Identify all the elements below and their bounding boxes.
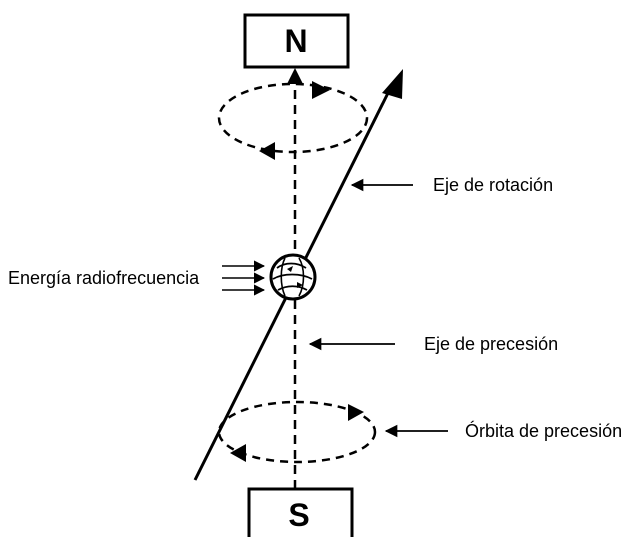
south-pole-label: S (288, 497, 309, 533)
rf-energy-label: Energía radiofrecuencia (8, 268, 200, 288)
north-pole-box: N (243, 13, 350, 69)
bottom-orbit-arrow-right (348, 404, 364, 421)
rf-energy-arrows (222, 260, 266, 296)
bottom-orbit-arrow-left (230, 444, 246, 462)
precession-orbit-label: Órbita de precesión (465, 420, 622, 441)
precession-axis-label: Eje de precesión (424, 334, 558, 354)
bottom-orbit-ellipse (217, 400, 377, 464)
precession-axis-arrowhead (287, 68, 303, 84)
top-orbit-arrow-right (312, 81, 330, 99)
nucleus-sphere (269, 253, 317, 301)
rotation-axis-arrowhead (382, 69, 403, 99)
rotation-axis-label: Eje de rotación (433, 175, 553, 195)
top-orbit-arrow-left (259, 142, 275, 160)
top-orbit-ellipse (217, 82, 369, 154)
north-pole-label: N (284, 23, 307, 59)
south-pole-box: S (247, 487, 354, 537)
